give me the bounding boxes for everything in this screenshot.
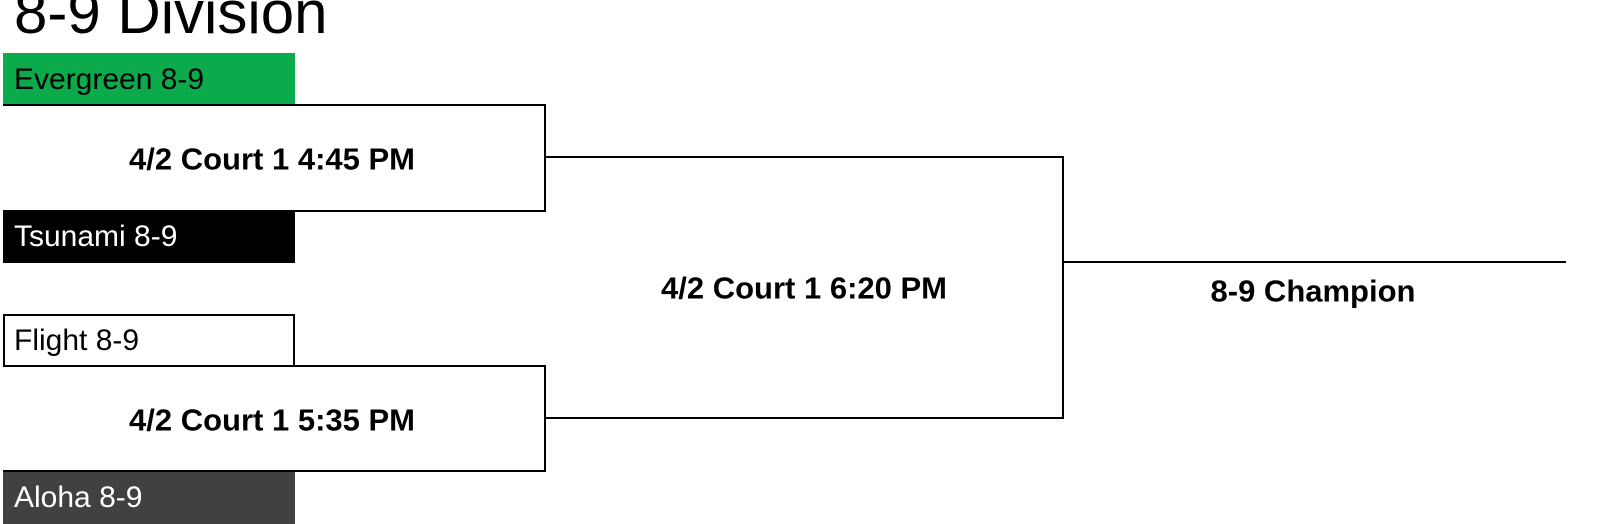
final-connector-bottom bbox=[546, 417, 1064, 419]
team-evergreen: Evergreen 8-9 bbox=[3, 53, 295, 106]
champion-label: 8-9 Champion bbox=[1210, 273, 1416, 309]
semifinal-2-label: 4/2 Court 1 5:35 PM bbox=[129, 402, 415, 438]
semifinal-2-bracket bbox=[3, 365, 546, 472]
team-tsunami: Tsunami 8-9 bbox=[3, 210, 295, 263]
champion-line bbox=[1062, 261, 1566, 263]
team-flight: Flight 8-9 bbox=[3, 314, 295, 367]
final-label: 4/2 Court 1 6:20 PM bbox=[661, 270, 947, 306]
final-connector-top bbox=[546, 156, 1064, 158]
semifinal-1-label: 4/2 Court 1 4:45 PM bbox=[129, 141, 415, 177]
division-title: 8-9 Division bbox=[14, 0, 328, 46]
team-aloha: Aloha 8-9 bbox=[3, 471, 295, 524]
semifinal-1-bracket bbox=[3, 104, 546, 212]
final-connector-vertical bbox=[1062, 156, 1064, 419]
